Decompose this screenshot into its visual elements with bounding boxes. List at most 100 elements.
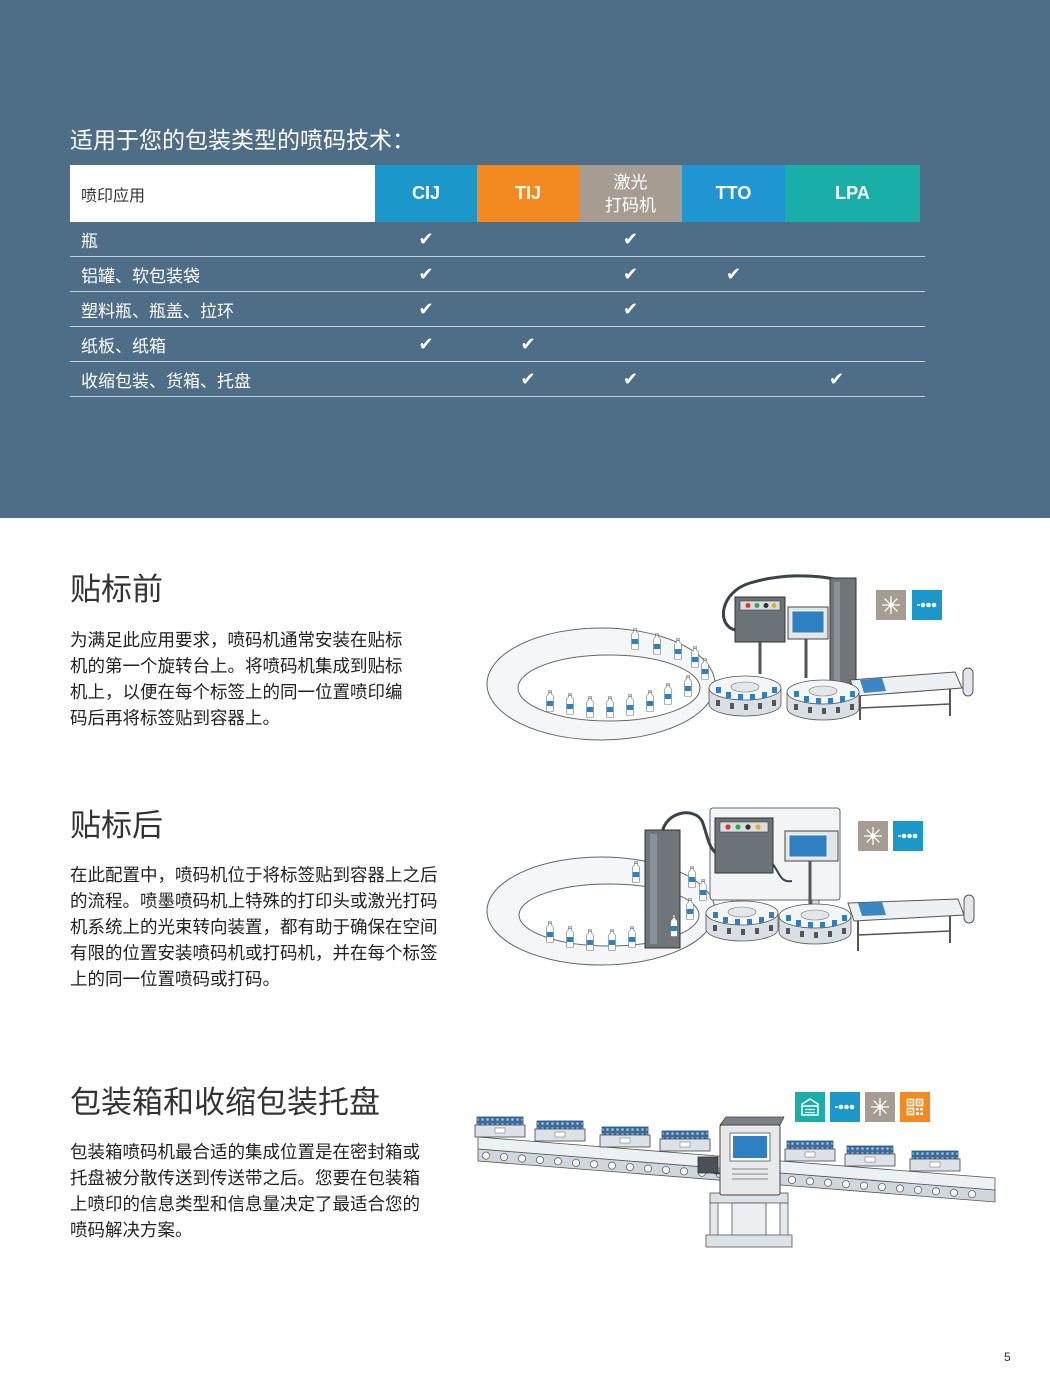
body-line: 码后再将标签贴到容器上。	[70, 708, 280, 728]
button-panel	[739, 600, 781, 611]
conveyor-roller	[536, 1155, 544, 1164]
table-row: 收缩包装、货箱、托盘 ✔ ✔ ✔	[70, 362, 925, 397]
conveyor-roller	[626, 1163, 634, 1172]
technology-table: 喷印应用 CIJ TIJ 激光 打码机 TTO LPA 瓶 ✔ ✔ 铝罐、软包装…	[70, 165, 925, 397]
conveyor-roller	[608, 1161, 616, 1170]
page-number: 5	[1004, 1350, 1011, 1364]
shrink-wrapped-tray	[784, 1140, 836, 1162]
stand-rail	[709, 1202, 719, 1238]
table-title: 适用于您的包装类型的喷码技术：	[70, 127, 415, 153]
laser-icon	[876, 590, 906, 620]
section-body-post-labelling: 在此配置中，喷码机位于将标签贴到容器上之后 的流程。喷墨喷码机上特殊的打印头或激…	[70, 862, 438, 992]
black-button	[745, 824, 751, 830]
stand-column	[731, 1202, 767, 1238]
table-row: 纸板、纸箱 ✔ ✔	[70, 327, 925, 362]
row-label: 纸板、纸箱	[81, 336, 166, 356]
conveyor-roller	[842, 1180, 850, 1189]
yellow-button	[771, 603, 777, 608]
end-roller	[962, 667, 974, 697]
rotary-table-2	[786, 679, 860, 721]
printer-screen	[733, 1136, 767, 1158]
conveyor-roller	[680, 1167, 688, 1176]
green-button	[735, 824, 741, 830]
body-line: 的流程。喷墨喷码机上特殊的打印头或激光打码	[70, 891, 438, 911]
row-label: 收缩包装、货箱、托盘	[81, 371, 251, 391]
case-coder	[697, 1116, 793, 1248]
body-line: 为满足此应用要求，喷码机通常安装在贴标	[70, 630, 403, 650]
bottle	[699, 879, 707, 901]
section-heading-post-labelling: 贴标后	[70, 808, 163, 843]
shrink-wrapped-tray	[659, 1130, 711, 1152]
header-tto: TTO	[682, 165, 785, 222]
conveyor-roller	[896, 1184, 904, 1193]
header-laser-line-2: 打码机	[605, 195, 656, 215]
body-line: 包装箱喷码机最合适的集成位置是在密封箱或	[70, 1142, 420, 1162]
label-icon-glyph	[801, 1098, 819, 1116]
inkjet-dots-icon	[912, 590, 942, 620]
laser-icon-glyph	[864, 827, 882, 845]
qr-code-icon-glyph	[906, 1098, 924, 1116]
body-line: 喷码解决方案。	[70, 1220, 193, 1240]
stand-base	[705, 1234, 793, 1248]
qr-code-icon	[900, 1092, 930, 1122]
black-button	[763, 603, 769, 608]
red-button	[745, 603, 751, 608]
conveyor-roller	[572, 1158, 580, 1167]
header-laser-line-1: 激光	[613, 172, 648, 192]
conveyor-roller	[824, 1178, 832, 1187]
rotary-table-2	[778, 903, 852, 945]
check-laser: ✔	[622, 263, 639, 285]
check-cij: ✔	[418, 298, 434, 320]
laser-icon	[865, 1092, 895, 1122]
bottle	[688, 866, 696, 888]
shrink-wrapped-tray	[844, 1145, 896, 1167]
end-roller	[963, 894, 975, 924]
red-button	[725, 824, 731, 830]
check-tij: ✔	[520, 333, 536, 355]
conveyor-roller	[788, 1175, 796, 1184]
inkjet-dots-icon	[893, 821, 923, 851]
body-line: 机的第一个旋转台上。将喷码机集成到贴标	[70, 656, 403, 676]
conveyor-roller	[806, 1177, 814, 1186]
inkjet-dots-icon	[830, 1092, 860, 1122]
conveyor-roller	[518, 1154, 526, 1163]
cases	[474, 1116, 961, 1172]
header-lpa: LPA	[785, 165, 920, 222]
printer-keypad	[732, 1168, 768, 1180]
conveyor-roller	[590, 1160, 598, 1169]
body-line: 托盘被分散传送到传送带之后。您要在包装箱	[70, 1168, 420, 1188]
conveyor-roller	[662, 1165, 670, 1174]
coder-machine	[721, 574, 857, 691]
shrink-wrapped-tray	[599, 1126, 651, 1148]
check-lpa: ✔	[828, 368, 845, 390]
laser-icon	[858, 821, 888, 851]
body-line: 机系统上的光束转向装置，都有助于确保在空间	[70, 917, 438, 937]
case-coding-illustration	[474, 1116, 996, 1248]
coder-machine	[644, 811, 839, 949]
table-row: 塑料瓶、瓶盖、拉环 ✔ ✔	[70, 292, 925, 327]
conveyor-roller	[914, 1185, 922, 1194]
green-button	[754, 603, 760, 608]
check-laser: ✔	[622, 228, 639, 250]
stand-rail	[779, 1202, 789, 1238]
laser-icon-glyph	[871, 1098, 889, 1116]
body-line: 有限的位置安装喷码机或打码机，并在每个标签	[70, 943, 438, 963]
screen-cable	[771, 862, 793, 883]
conveyor-roller	[950, 1188, 958, 1197]
conveyor-roller	[644, 1164, 652, 1173]
yellow-button	[755, 824, 761, 830]
header-tij: TIJ	[477, 165, 579, 222]
row-label: 塑料瓶、瓶盖、拉环	[81, 301, 234, 321]
section-body-case-and-tray: 包装箱喷码机最合适的集成位置是在密封箱或 托盘被分散传送到传送带之后。您要在包装…	[70, 1139, 420, 1243]
conveyor-roller	[932, 1187, 940, 1196]
check-laser: ✔	[622, 298, 639, 320]
body-line: 上的同一位置喷码或打码。	[70, 969, 280, 989]
conveyor-roller	[860, 1181, 868, 1190]
header-application: 喷印应用	[70, 165, 375, 222]
body-line: 上喷印的信息类型和信息量决定了最适合您的	[70, 1194, 420, 1214]
row-label: 瓶	[81, 231, 98, 251]
laser-icon-glyph	[882, 596, 900, 614]
table-header-row: 喷印应用 CIJ TIJ 激光 打码机 TTO LPA	[70, 165, 925, 222]
section-body-pre-labelling: 为满足此应用要求，喷码机通常安装在贴标 机的第一个旋转台上。将喷码机集成到贴标 …	[70, 627, 403, 731]
outfeed-conveyor	[847, 894, 975, 951]
